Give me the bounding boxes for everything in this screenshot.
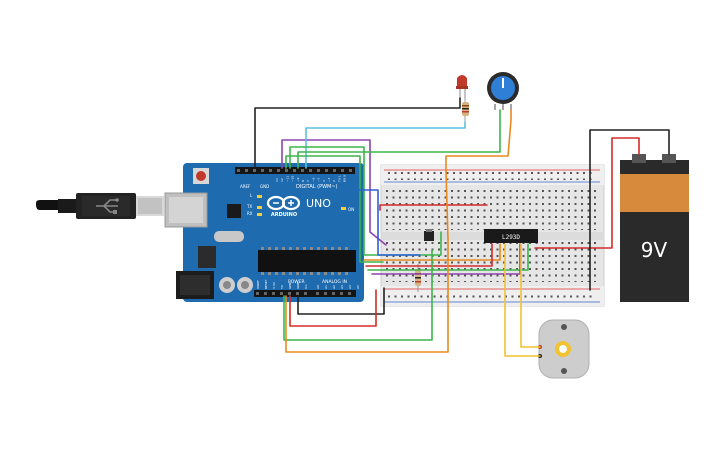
battery-terminal-negative <box>662 154 676 163</box>
wires <box>254 97 670 357</box>
power-pin-label: Vin <box>304 284 308 289</box>
analog-pin-label: A1 <box>324 285 328 289</box>
usb-cable[interactable] <box>36 193 164 219</box>
digital-pin-label: ~6 <box>311 177 315 182</box>
digital-pin-label: 2 <box>332 180 336 182</box>
wire-cyan <box>305 121 466 169</box>
power-pin-label: 5V <box>280 284 284 289</box>
aref-label: AREF <box>240 184 251 189</box>
gnd-label: GND <box>260 184 269 189</box>
power-pin-label: GND <box>296 281 300 289</box>
chip-label: L293D <box>502 234 520 241</box>
voltage-regulator <box>198 246 216 268</box>
wire-battery-black <box>589 129 670 291</box>
usb-icon <box>96 198 119 214</box>
battery-terminal-positive <box>632 154 646 163</box>
on-led-label: ON <box>348 207 354 212</box>
power-pin-label: RESET <box>264 279 268 289</box>
digital-pin-label: ~3 <box>327 177 331 182</box>
wire-orange-pot <box>445 109 512 171</box>
wire-yellow-motor-1 <box>504 243 541 357</box>
digital-pin-label: RX 0 <box>343 175 347 182</box>
arduino-uno-board[interactable]: L TX RX ON DIGITAL (PWM~) GND AREF ARDUI… <box>164 163 364 302</box>
power-pin-label: IOREF <box>256 280 260 289</box>
digital-pin-label: 4 <box>322 180 326 182</box>
digital-pin-label: 8 <box>301 180 305 182</box>
wire-green-2 <box>285 155 384 263</box>
usb-interface-chip <box>227 204 241 218</box>
digital-pin-label: TX 1 <box>337 175 341 183</box>
potentiometer[interactable] <box>487 72 519 110</box>
analog-pin-label: A0 <box>316 285 320 289</box>
wire-black-led <box>254 97 461 169</box>
wire-red-rail <box>379 204 488 211</box>
dc-motor[interactable] <box>538 319 590 379</box>
tx-led-label: TX <box>246 204 252 209</box>
power-pin-label: GND <box>288 281 292 289</box>
atmega328-chip <box>258 250 356 272</box>
rx-led-label: RX <box>247 211 253 216</box>
digital-pin-label: 12 <box>280 178 284 182</box>
wire-yellow-motor-2 <box>520 243 541 348</box>
uno-label: UNO <box>306 197 331 210</box>
wire-purple-chip <box>371 243 521 275</box>
analog-pin-label: A5 <box>356 285 360 289</box>
wire-orange-bottom <box>285 169 449 353</box>
red-led[interactable] <box>456 75 468 100</box>
analog-pin-label: A4 <box>348 285 352 289</box>
wire-green-pot <box>297 109 501 169</box>
wire-green-chip <box>367 243 529 271</box>
digital-pin-label: ~10 <box>291 176 295 182</box>
wire-orange-chip <box>363 243 501 261</box>
digital-header-label: DIGITAL (PWM~) <box>296 184 338 190</box>
wire-black-gnd <box>297 287 385 315</box>
wire-red-chip <box>365 243 493 267</box>
wire-blue <box>357 189 421 256</box>
arduino-logo-icon <box>266 195 301 211</box>
l293d-motor-driver[interactable]: L293D <box>484 229 538 243</box>
wire-green-1 <box>289 146 442 256</box>
wire-purple <box>281 139 387 246</box>
analog-in-label: ANALOG IN <box>322 279 347 285</box>
crystal-oscillator <box>214 231 244 242</box>
digital-pin-label: ~11 <box>285 176 289 182</box>
analog-pin-label: A2 <box>332 285 336 289</box>
battery-label: 9V <box>641 238 668 262</box>
digital-pin-label: 7 <box>306 180 310 182</box>
analog-pin-label: A3 <box>340 285 344 289</box>
power-label: POWER <box>288 279 305 285</box>
wire-red-5v <box>289 289 377 327</box>
9v-battery[interactable]: 9V <box>620 154 689 302</box>
digital-pin-label: ~5 <box>317 177 321 182</box>
wire-green-bottom <box>283 249 433 341</box>
arduino-logo-text: ARDUINO <box>271 212 297 218</box>
wire-battery-red <box>534 137 640 249</box>
push-button[interactable] <box>424 229 434 241</box>
power-pin-label: 3.3V <box>272 281 276 289</box>
led-resistor[interactable] <box>462 98 469 125</box>
l-led-label: L <box>250 193 253 198</box>
digital-pin-label: 13 <box>275 178 279 182</box>
digital-pin-label: ~9 <box>296 177 300 182</box>
